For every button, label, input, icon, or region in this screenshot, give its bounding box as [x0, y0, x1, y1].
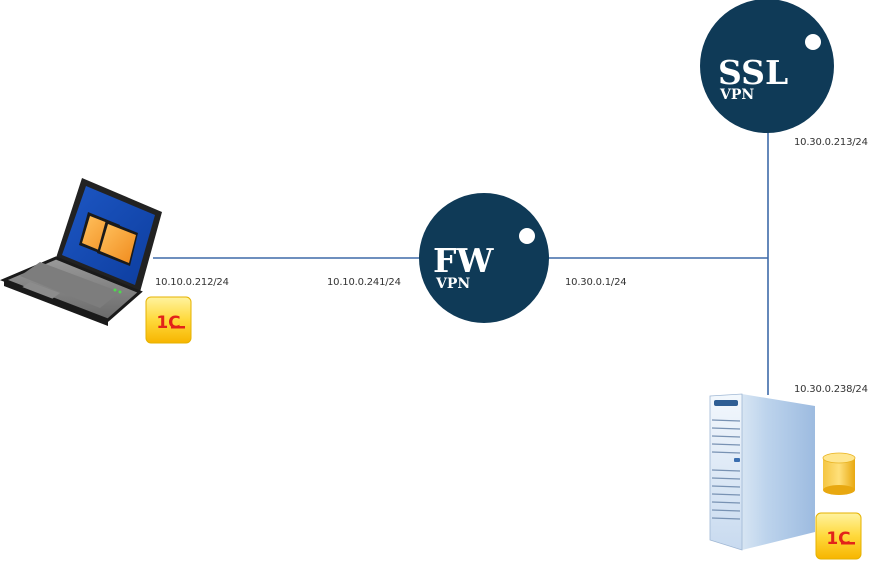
svg-text:1C: 1C — [826, 529, 850, 549]
fw-vpn-node[interactable]: FW VPN — [419, 193, 549, 323]
onec-app-icon: 1C — [815, 512, 862, 560]
fw-vpn-left-ip-label: 10.10.0.241/24 — [327, 277, 401, 288]
ssl-vpn-ip-label: 10.30.0.213/24 — [794, 137, 868, 148]
indicator-dot-icon — [805, 34, 821, 50]
database-icon — [822, 452, 856, 495]
fw-vpn-right-ip-label: 10.30.0.1/24 — [565, 277, 627, 288]
laptop-ip-label: 10.10.0.212/24 — [155, 277, 229, 288]
fw-vpn-subtitle: VPN — [435, 276, 470, 292]
ssl-vpn-node[interactable]: SSL VPN — [700, 0, 834, 133]
svg-text:1C: 1C — [156, 313, 180, 333]
ssl-vpn-title: SSL — [718, 53, 788, 92]
laptop-node[interactable]: 1C — [0, 178, 192, 344]
fw-vpn-circle — [419, 193, 549, 323]
server-node[interactable]: 1C — [709, 393, 862, 560]
links — [153, 125, 769, 395]
laptop-icon — [0, 178, 162, 326]
server-icon — [709, 393, 815, 551]
ssl-vpn-subtitle: VPN — [719, 87, 754, 103]
indicator-dot-icon — [519, 228, 535, 244]
onec-app-icon: 1C — [145, 296, 192, 344]
ssl-vpn-circle — [700, 0, 834, 133]
server-ip-label: 10.30.0.238/24 — [794, 384, 868, 395]
fw-vpn-title: FW — [433, 241, 494, 280]
